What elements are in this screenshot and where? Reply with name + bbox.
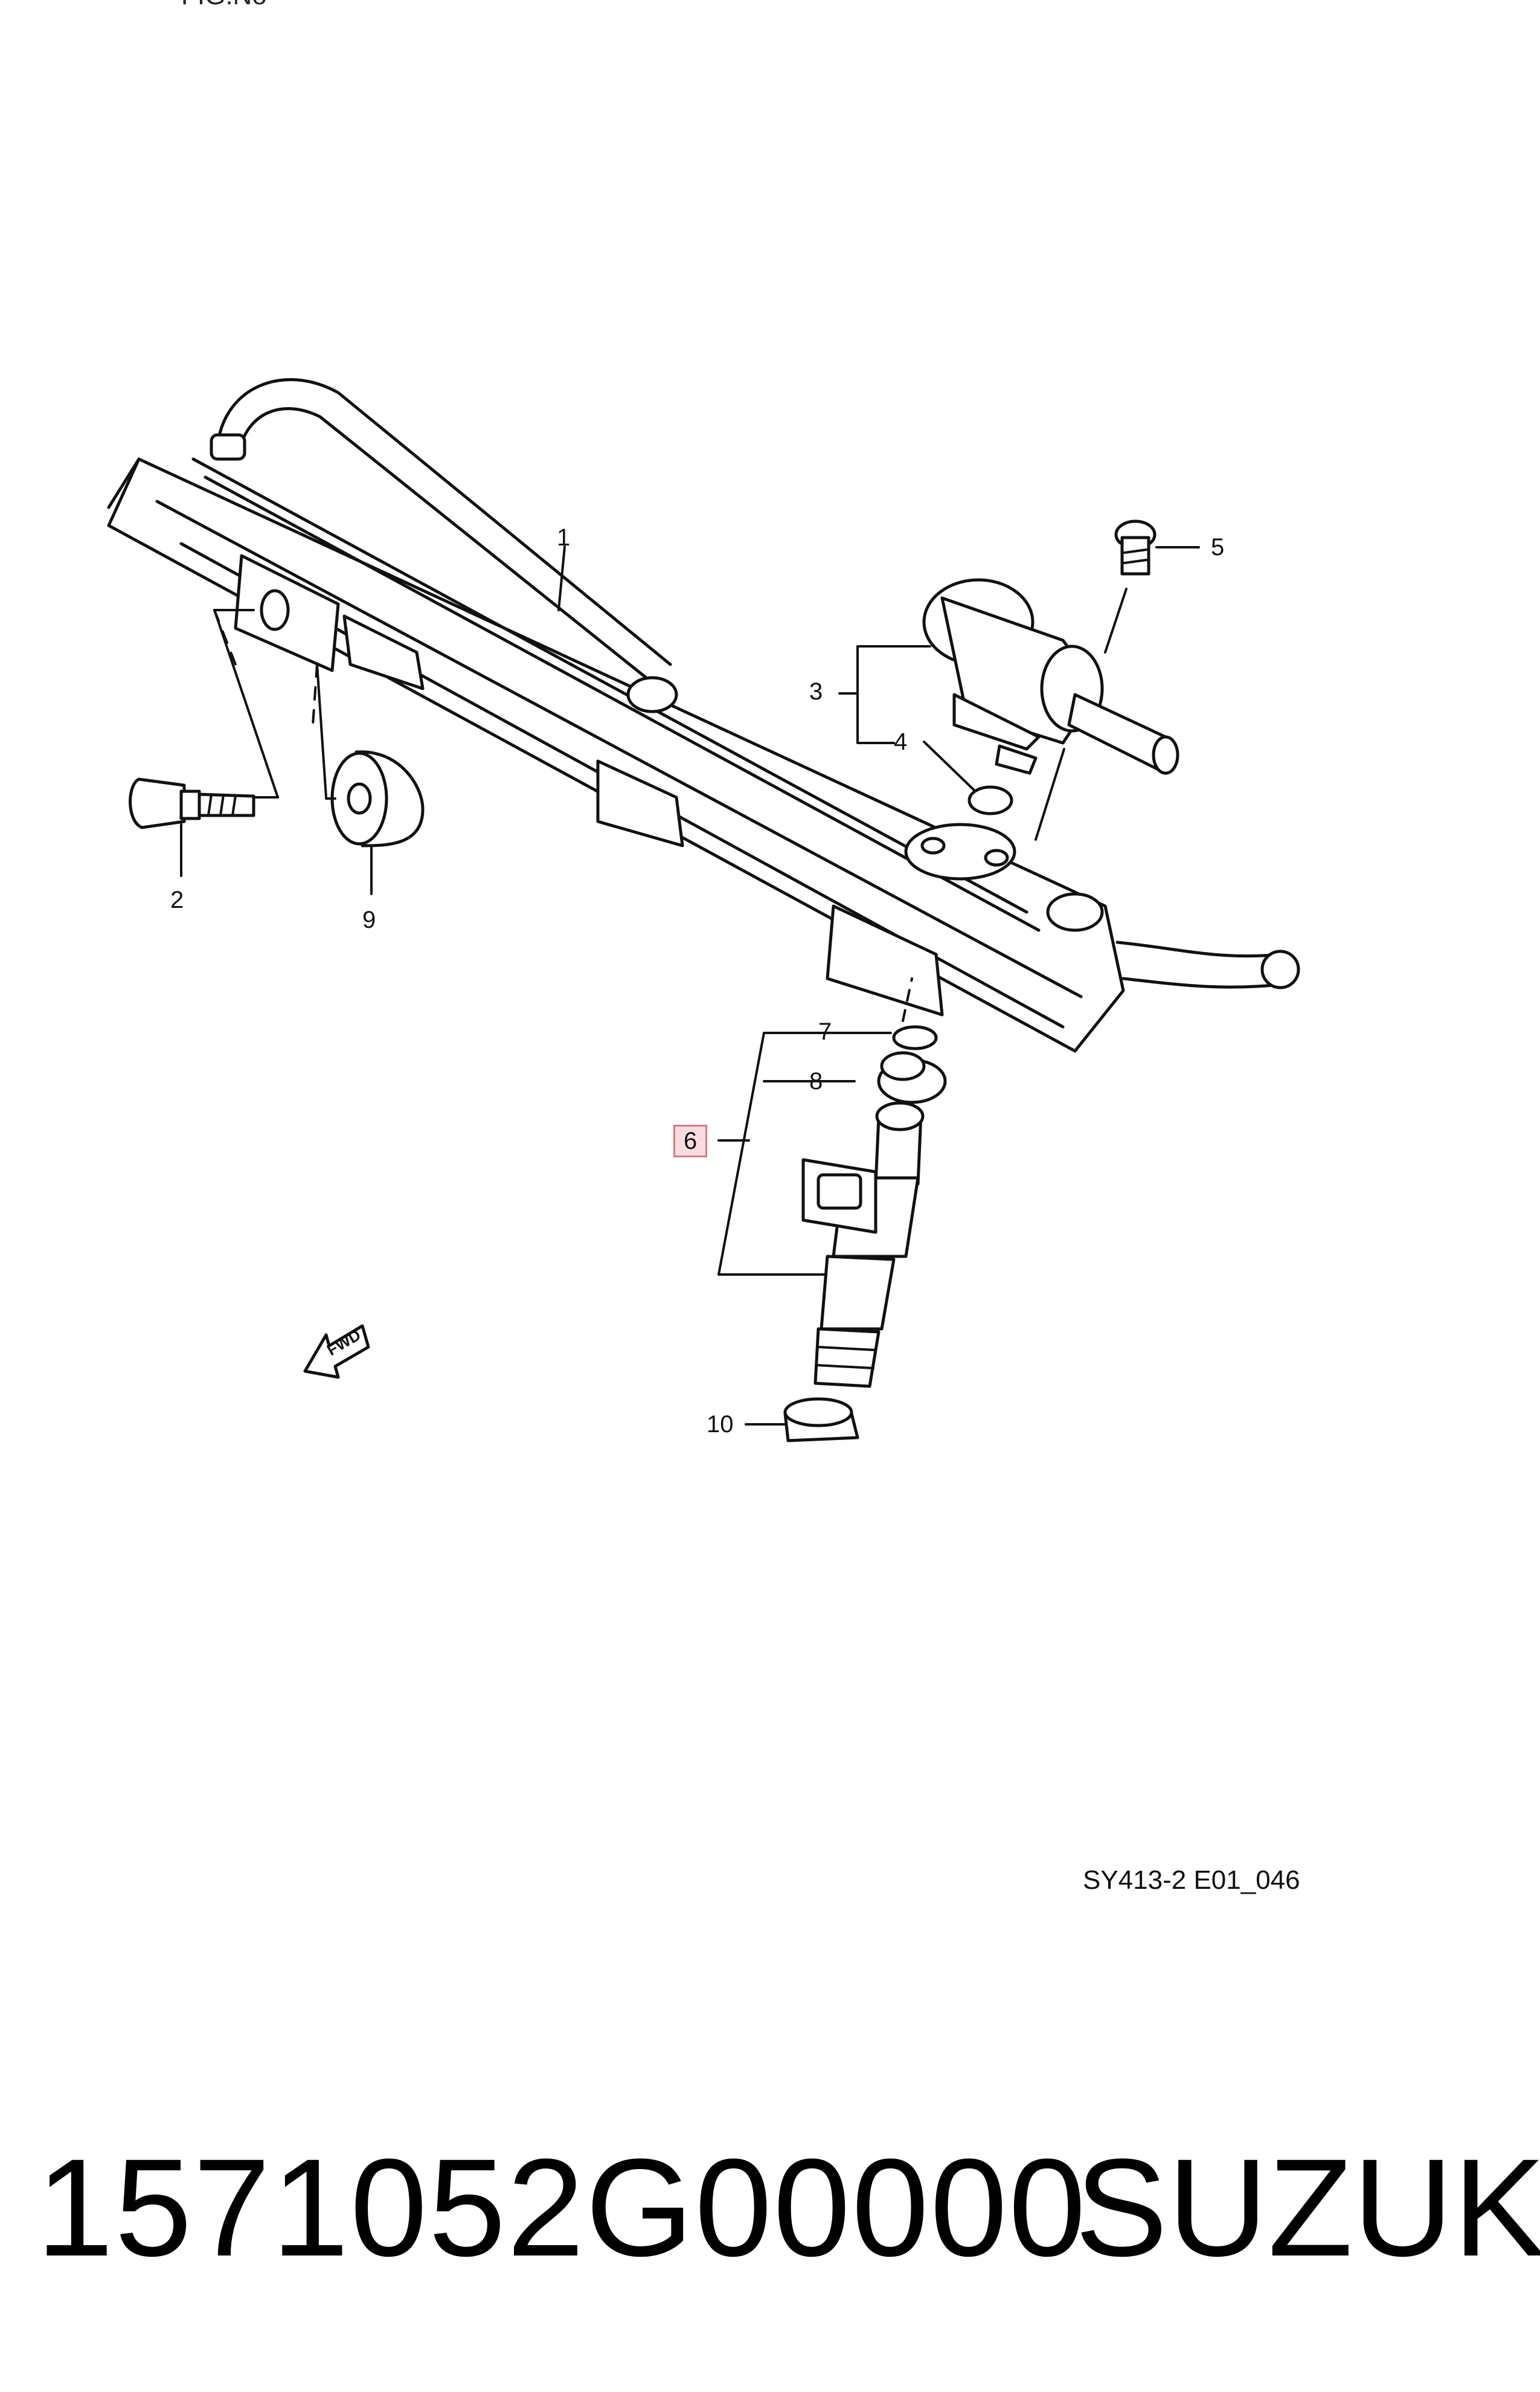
exploded-view-drawing: FWD	[107, 378, 1300, 1442]
callout-1[interactable]: 1	[557, 524, 571, 551]
diagram-code: SY413-2 E01_046	[1083, 1865, 1300, 1895]
figure-title-fragment: FIG.No	[181, 0, 267, 11]
callout-5[interactable]: 5	[1211, 534, 1225, 561]
callout-6-highlighted[interactable]: 6	[673, 1125, 708, 1157]
insulator-grommet	[330, 750, 425, 847]
parts-diagram: FIG.No	[107, 0, 1300, 1895]
o-ring-regulator	[967, 785, 1013, 815]
callout-7[interactable]: 7	[818, 1018, 832, 1045]
callout-10[interactable]: 10	[707, 1411, 734, 1438]
callout-9[interactable]: 9	[362, 907, 376, 933]
fuel-injector	[801, 1101, 925, 1388]
regulator-screw	[1114, 519, 1157, 576]
leader-lines	[180, 545, 1200, 1426]
injector-seal	[783, 1397, 859, 1442]
callout-2[interactable]: 2	[170, 887, 184, 913]
callout-8[interactable]: 8	[809, 1068, 823, 1095]
o-ring-upper	[892, 1025, 938, 1050]
mounting-bolt	[129, 777, 255, 829]
forward-arrow-icon: FWD	[303, 1324, 370, 1379]
pressure-regulator	[922, 578, 1179, 775]
part-number: 1571052G00000	[36, 2130, 1087, 2285]
injector-cushion	[877, 1051, 947, 1104]
brand-name: SUZUKI	[1075, 2130, 1540, 2285]
callout-4[interactable]: 4	[894, 728, 908, 755]
callout-3[interactable]: 3	[809, 678, 823, 705]
fuel-rail	[107, 378, 1300, 1053]
